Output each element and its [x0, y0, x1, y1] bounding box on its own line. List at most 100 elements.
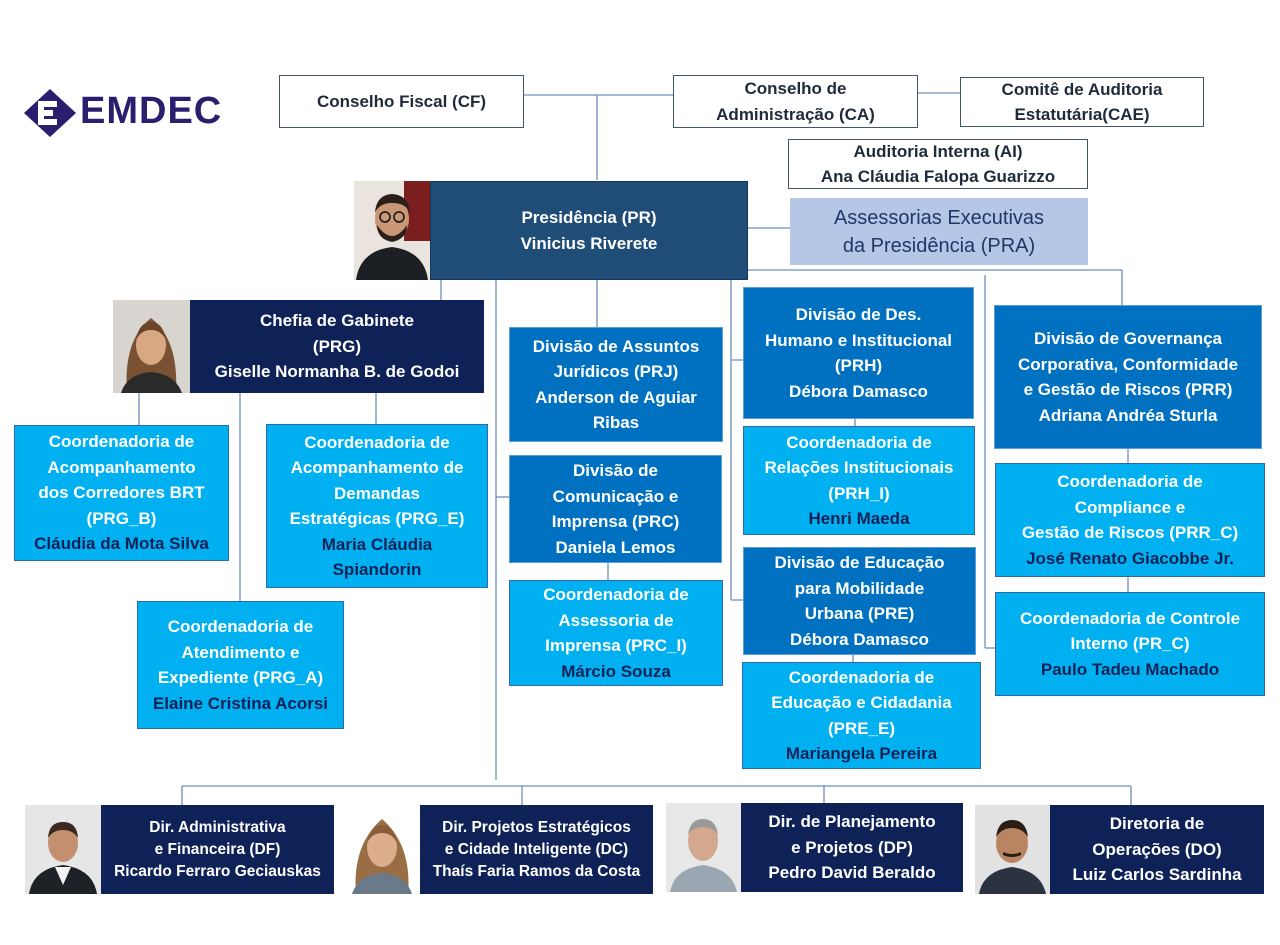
- box-line: Urbana (PRE): [804, 604, 915, 623]
- box-line: Anderson de Aguiar: [535, 387, 697, 407]
- box-line: Conselho de: [744, 79, 847, 98]
- box-line: Coordenadoria de: [788, 667, 935, 687]
- box-line: Humano e Institucional: [764, 330, 953, 350]
- box-line: Corporativa, Conformidade: [1017, 354, 1239, 374]
- box-line: Divisão de: [572, 461, 659, 480]
- box-person-name: José Renato Giacobbe Jr.: [1026, 548, 1234, 568]
- box-line: Daniela Lemos: [555, 537, 676, 557]
- box-assessorias-executivas[interactable]: Assessorias Executivas da Presidência (P…: [790, 198, 1088, 265]
- box-line: (PRH_I): [828, 483, 890, 503]
- box-auditoria-interna[interactable]: Auditoria Interna (AI) Ana Cláudia Falop…: [788, 139, 1088, 189]
- box-line: Assessoria de: [558, 610, 674, 630]
- box-dir-dc[interactable]: Dir. Projetos Estratégicos e Cidade Inte…: [420, 805, 653, 894]
- box-line: Coordenadoria de: [304, 432, 450, 452]
- box-line: Coordenadoria de: [48, 432, 195, 452]
- box-line: Gestão de Riscos (PRR_C): [1021, 523, 1239, 542]
- box-person-name: Cláudia da Mota Silva: [34, 534, 209, 554]
- box-line: Ricardo Ferraro Geciauskas: [114, 862, 321, 880]
- box-line: Coordenadoria de Controle: [1019, 608, 1241, 628]
- box-person-name: Maria Cláudia: [321, 534, 433, 554]
- box-line: Relações Institucionais: [764, 458, 954, 477]
- box-line: Pedro David Beraldo: [768, 863, 936, 883]
- box-line: para Mobilidade: [794, 578, 925, 598]
- box-line: Divisão de Educação: [774, 553, 945, 572]
- box-prh[interactable]: Divisão de Des. Humano e Institucional (…: [743, 287, 974, 419]
- box-line: Dir. Projetos Estratégicos: [442, 818, 631, 836]
- box-prr-c[interactable]: Coordenadoria de Compliance e Gestão de …: [995, 463, 1265, 577]
- box-prg-e[interactable]: Coordenadoria de Acompanhamento de Deman…: [266, 424, 488, 588]
- box-line: Comitê de Auditoria: [1001, 79, 1163, 99]
- box-line: e Cidade Inteligente (DC): [444, 840, 629, 858]
- box-person-name: Mariangela Pereira: [785, 744, 938, 763]
- box-line: Operações (DO): [1092, 839, 1222, 859]
- box-line: Adriana Andréa Sturla: [1038, 405, 1218, 425]
- box-line: Educação e Cidadania: [771, 693, 952, 712]
- box-line: (PRH): [834, 356, 883, 375]
- box-pre-e[interactable]: Coordenadoria de Educação e Cidadania (P…: [742, 662, 981, 769]
- box-prr[interactable]: Divisão de Governança Corporativa, Confo…: [994, 305, 1262, 449]
- box-person-name: Márcio Souza: [561, 661, 671, 681]
- box-dir-do[interactable]: Diretoria de Operações (DO) Luiz Carlos …: [1050, 805, 1264, 894]
- photo-presidente: [354, 181, 430, 280]
- box-comite-auditoria[interactable]: Comitê de Auditoria Estatutária(CAE): [960, 77, 1204, 127]
- box-person-name: Henri Maeda: [808, 509, 910, 528]
- box-dir-dp[interactable]: Dir. de Planejamento e Projetos (DP) Ped…: [741, 803, 963, 892]
- box-line: dos Corredores BRT: [38, 483, 205, 503]
- box-line: e Financeira (DF): [154, 840, 281, 858]
- box-chefia-gabinete[interactable]: Chefia de Gabinete (PRG) Giselle Normanh…: [190, 300, 484, 393]
- box-presidencia[interactable]: Presidência (PR) Vinicius Riverete: [430, 181, 748, 280]
- box-line: Chefia de Gabinete: [260, 311, 414, 331]
- box-line: Coordenadoria de: [1057, 472, 1203, 491]
- box-prj[interactable]: Divisão de Assuntos Jurídicos (PRJ) Ande…: [509, 327, 723, 442]
- box-prc-i[interactable]: Coordenadoria de Assessoria de Imprensa …: [509, 580, 723, 686]
- box-line: Comunicação e: [552, 486, 679, 506]
- box-line: Divisão de Governança: [1033, 329, 1223, 348]
- box-prh-i[interactable]: Coordenadoria de Relações Institucionais…: [743, 426, 975, 535]
- photo-dir-dc: [344, 805, 420, 894]
- box-prg-b[interactable]: Coordenadoria de Acompanhamento dos Corr…: [14, 425, 229, 561]
- box-line: Imprensa (PRC): [551, 512, 680, 531]
- box-person-name: Spiandorin: [332, 560, 422, 579]
- box-line: Ribas: [592, 413, 640, 432]
- emdec-logo-text: EMDEC: [80, 90, 223, 132]
- box-line: Coordenadoria de: [543, 585, 689, 604]
- box-line: Imprensa (PRC_I): [545, 636, 687, 655]
- box-line: Ana Cláudia Falopa Guarizzo: [820, 167, 1056, 186]
- box-line: (PRG_B): [86, 508, 157, 528]
- box-line: Expediente (PRG_A): [157, 668, 324, 687]
- emdec-logo-mark: [24, 89, 76, 137]
- box-line: Divisão de Des.: [795, 305, 922, 324]
- box-line: Jurídicos (PRJ): [553, 362, 679, 381]
- box-line: Divisão de Assuntos: [532, 336, 700, 356]
- box-prg-a[interactable]: Coordenadoria de Atendimento e Expedient…: [137, 601, 344, 729]
- box-line: Coordenadoria de: [786, 432, 932, 452]
- box-line: (PRE_E): [827, 718, 896, 738]
- box-line: Acompanhamento de: [290, 458, 464, 477]
- box-line: Estratégicas (PRG_E): [289, 509, 465, 528]
- box-line: Administração (CA): [716, 104, 875, 124]
- box-conselho-administracao[interactable]: Conselho de Administração (CA): [673, 75, 918, 128]
- photo-dir-dp: [666, 803, 741, 892]
- box-line: Atendimento e: [181, 642, 300, 662]
- box-line: Coordenadoria de: [167, 617, 314, 636]
- box-conselho-fiscal[interactable]: Conselho Fiscal (CF): [279, 75, 524, 128]
- box-dir-df[interactable]: Dir. Administrativa e Financeira (DF) Ri…: [101, 805, 334, 894]
- box-line: Diretoria de: [1109, 814, 1205, 834]
- box-person-name: Paulo Tadeu Machado: [1040, 659, 1220, 679]
- box-line: Acompanhamento: [47, 457, 196, 477]
- box-line: Débora Damasco: [789, 381, 928, 401]
- box-pr-c[interactable]: Coordenadoria de Controle Interno (PR_C)…: [995, 592, 1265, 696]
- box-line: Dir. de Planejamento: [768, 812, 936, 832]
- box-line: e Gestão de Riscos (PRR): [1023, 380, 1233, 399]
- photo-dir-df: [25, 805, 101, 894]
- box-line: Assessorias Executivas: [833, 206, 1045, 229]
- box-pre[interactable]: Divisão de Educação para Mobilidade Urba…: [743, 547, 976, 655]
- box-line: Auditoria Interna (AI): [853, 141, 1023, 161]
- box-line: Demandas: [334, 483, 420, 503]
- box-person-name: Elaine Cristina Acorsi: [152, 693, 329, 713]
- box-line: Interno (PR_C): [1070, 634, 1190, 654]
- box-line: Thaís Faria Ramos da Costa: [432, 862, 641, 880]
- box-line: Luiz Carlos Sardinha: [1072, 865, 1242, 885]
- box-prc[interactable]: Divisão de Comunicação e Imprensa (PRC) …: [509, 455, 722, 563]
